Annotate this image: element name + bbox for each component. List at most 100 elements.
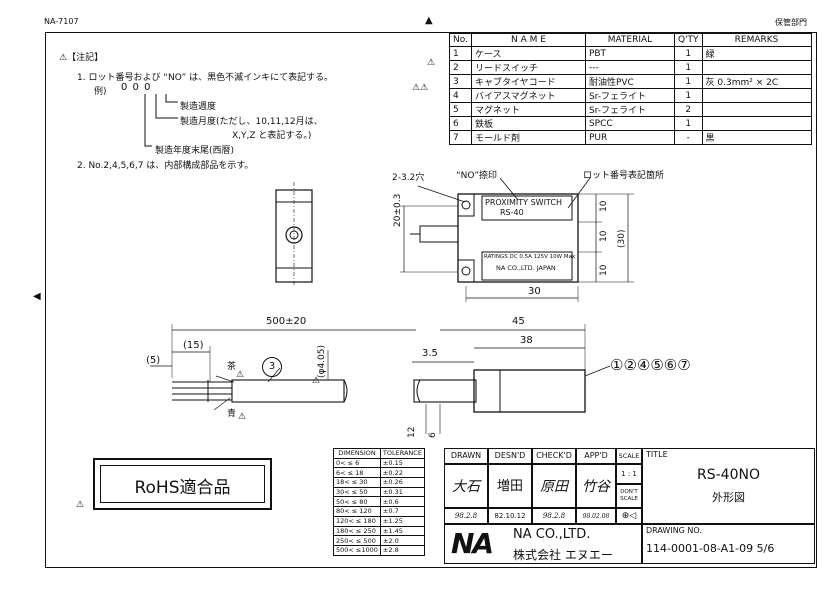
bom-qty: 1 — [673, 74, 703, 89]
title-label: TITLE — [646, 450, 668, 459]
table-row: 120< ≤ 180±1.25 — [333, 515, 425, 527]
lot-area-callout: ロット番号表記箇所 — [583, 171, 665, 181]
checkd-header: CHECK'D — [532, 448, 576, 464]
bom-material: --- — [584, 60, 675, 75]
dim-diameter: (φ4.05) — [317, 345, 327, 378]
tol-dim: 80< ≤ 120 — [333, 506, 381, 517]
bom-material: PBT — [584, 46, 675, 61]
tol-val: ±0.6 — [379, 496, 425, 508]
rev-triangle-icon: ⚠ — [76, 500, 85, 510]
drawing-frame — [45, 32, 817, 568]
example-label: 例) — [94, 87, 107, 97]
dim-20: 20±0.3 — [393, 193, 403, 227]
dim-5: (5) — [146, 355, 161, 366]
bom-no: 2 — [449, 60, 472, 75]
drawing-no-label: DRAWING NO. — [646, 526, 702, 535]
bom-remarks: 緑 — [701, 46, 812, 61]
tol-val: ±2.8 — [379, 544, 425, 556]
tol-dim: 250< ≤ 500 — [333, 535, 381, 546]
date-app: 98.02.08 — [576, 508, 616, 524]
company-cell: NA NA CO.,LTD. 株式会社 エヌエー — [444, 524, 642, 564]
callout-3: 3 — [262, 357, 282, 377]
company-name-jp: 株式会社 エヌエー — [513, 548, 613, 562]
label-line1: PROXIMITY SWITCH — [485, 198, 562, 207]
tol-header-dim: DIMENSION — [333, 448, 381, 459]
bom-name: モールド剤 — [470, 130, 586, 145]
legend-week: 製造週度 — [180, 102, 217, 112]
tol-dim: 120< ≤ 180 — [333, 515, 381, 527]
rev-triangle-icon: ⚠ — [59, 53, 68, 63]
drawing-no-cell: DRAWING NO. 114-0001-08-A1-09 5/6 — [642, 524, 815, 564]
table-row: 6< ≤ 18±0.22 — [333, 467, 425, 479]
bom-material: Sr-フェライト — [584, 88, 675, 103]
table-row: 50< ≤ 80±0.6 — [333, 496, 425, 508]
table-row: 180< ≤ 250±1.45 — [333, 525, 425, 537]
sign-drawn: 大石 — [444, 464, 488, 508]
bom-no: 1 — [449, 46, 472, 61]
tol-header-tol: TOLERANCE — [379, 448, 425, 459]
dim-10: 10 — [599, 264, 609, 276]
tol-dim: 180< ≤ 250 — [333, 525, 381, 537]
company-logo: NA — [451, 527, 494, 560]
ratings-text: RATINGS DC 0.5A 125V 10W Max — [484, 254, 576, 260]
tol-dim: 6< ≤ 18 — [333, 467, 381, 479]
dim-3-5: 3.5 — [422, 348, 438, 359]
front-view — [400, 177, 634, 302]
bom-remarks — [701, 88, 812, 103]
callout-parts: ①②④⑤⑥⑦ — [610, 356, 691, 374]
bom-header-no: No. — [449, 33, 472, 47]
dim-30-vertical: (30) — [617, 229, 627, 248]
date-desn: 82.10.12 — [488, 508, 532, 524]
bom-qty: 2 — [673, 102, 703, 117]
table-row: 250< ≤ 500±2.0 — [333, 535, 425, 546]
wire-blue-label: 青 — [227, 409, 237, 419]
bom-qty: 1 — [673, 116, 703, 131]
date-check: 98.2.8 — [532, 508, 576, 524]
table-row: 18< ≤ 30±0.26 — [333, 477, 425, 488]
bom-name: マグネット — [470, 102, 586, 117]
drawing-no: 114-0001-08-A1-09 5/6 — [646, 542, 775, 555]
bom-name: リードスイッチ — [470, 60, 586, 75]
rev-triangle-icon: ⚠ — [236, 370, 245, 380]
bom-material: Sr-フェライト — [584, 102, 675, 117]
bom-no: 4 — [449, 88, 472, 103]
bom-no: 7 — [449, 130, 472, 145]
bom-qty: 1 — [673, 88, 703, 103]
dim-10: 10 — [599, 230, 609, 242]
left-arrow-icon: ◀ — [33, 291, 41, 302]
tol-dim: 50< ≤ 80 — [333, 496, 381, 508]
tol-val: ±0.31 — [379, 486, 425, 498]
company-name-en: NA CO.,LTD. — [513, 527, 591, 542]
sign-desn: 増田 — [488, 464, 532, 508]
bom-name: ケース — [470, 46, 586, 61]
title-cell: TITLE RS-40NO 外形図 — [642, 448, 815, 524]
table-row: 80< ≤ 120±0.7 — [333, 506, 425, 517]
dim-10: 10 — [599, 200, 609, 212]
dim-30-horizontal: 30 — [528, 286, 541, 297]
bom-remarks — [701, 60, 812, 75]
table-row: 30< ≤ 50±0.31 — [333, 486, 425, 498]
no-stamp-callout: “NO”捺印 — [456, 171, 497, 181]
doc-code: NA-7107 — [44, 17, 79, 26]
bom-qty: - — [673, 130, 703, 145]
bom-remarks — [701, 116, 812, 131]
tol-dim: 18< ≤ 30 — [333, 477, 381, 488]
dept-label: 保管部門 — [775, 18, 807, 27]
dim-45: 45 — [512, 316, 525, 327]
bom-remarks: 灰 0.3mm² × 2C — [701, 74, 812, 89]
rev-triangle-icon: ⚠ — [238, 412, 247, 422]
side-view — [275, 182, 313, 286]
note-2: 2. No.2,4,5,6,7 は、内部構成部品を示す。 — [77, 161, 254, 171]
notes-title: ⚠【注記】 — [59, 53, 104, 63]
tol-val: ±0.7 — [379, 506, 425, 517]
bom-material: PUR — [584, 130, 675, 145]
example-leaders — [144, 94, 178, 147]
example-digits: 0 0 0 — [121, 82, 152, 93]
